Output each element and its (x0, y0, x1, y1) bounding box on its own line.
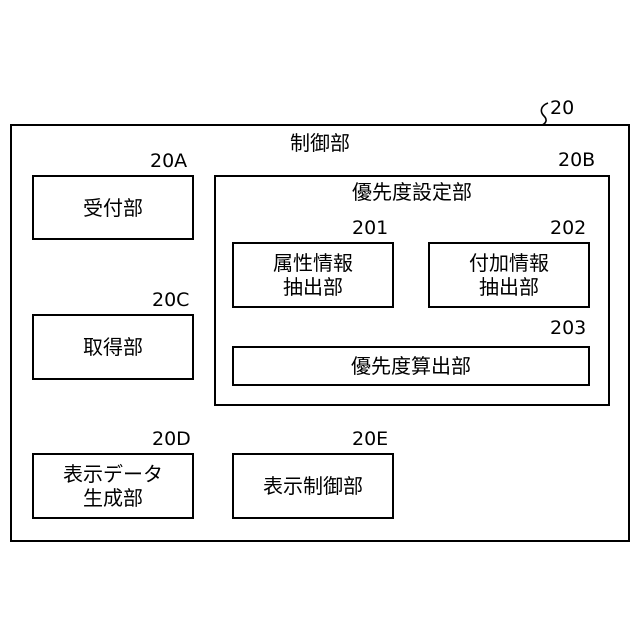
priority-setting-unit-ref: 20B (558, 150, 595, 170)
additional-extraction-unit-box: 付加情報 抽出部 (428, 242, 590, 308)
display-control-unit-ref: 20E (352, 429, 388, 449)
display-control-unit-box: 表示制御部 (232, 453, 394, 519)
control-unit-ref: 20 (550, 98, 574, 118)
priority-setting-unit-label: 優先度設定部 (312, 180, 512, 204)
additional-extraction-unit-ref: 202 (550, 218, 586, 238)
acquisition-unit-ref: 20C (152, 290, 189, 310)
display-data-generation-unit-ref: 20D (152, 429, 191, 449)
control-unit-label: 制御部 (270, 131, 370, 155)
priority-calculation-unit-ref: 203 (550, 318, 586, 338)
attribute-extraction-unit-box: 属性情報 抽出部 (232, 242, 394, 308)
receiving-unit-ref: 20A (150, 151, 187, 171)
attribute-extraction-unit-ref: 201 (352, 218, 388, 238)
acquisition-unit-box: 取得部 (32, 314, 194, 380)
receiving-unit-box: 受付部 (32, 175, 194, 240)
leader-20 (540, 103, 548, 126)
display-data-generation-unit-box: 表示データ 生成部 (32, 453, 194, 519)
priority-calculation-unit-box: 優先度算出部 (232, 346, 590, 386)
